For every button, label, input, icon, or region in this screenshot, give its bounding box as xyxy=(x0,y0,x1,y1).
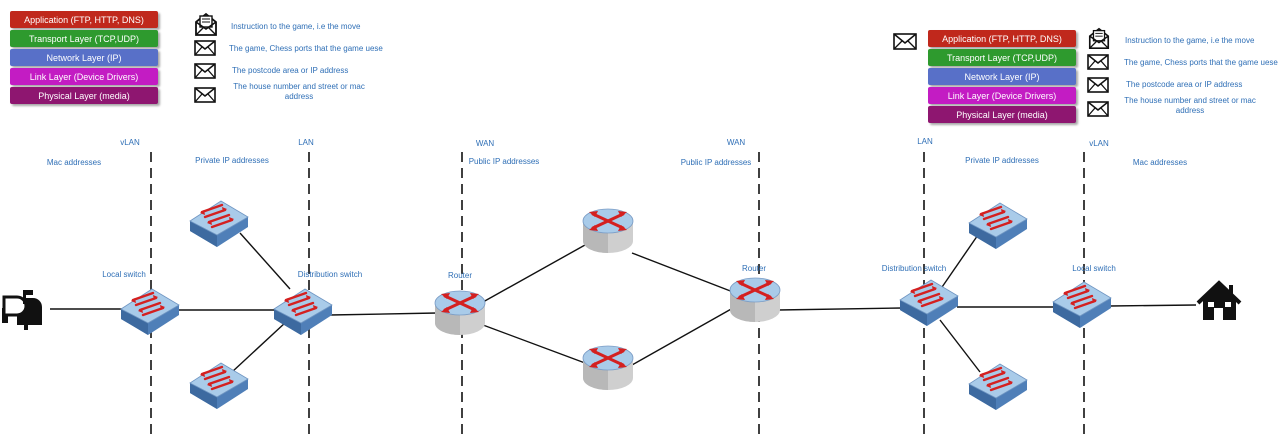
open-envelope-icon xyxy=(1088,27,1110,49)
label-wan-left: WAN xyxy=(475,139,495,148)
label-lan-left: LAN xyxy=(298,138,314,147)
switch-top-right xyxy=(967,201,1029,251)
label-public-ip-left: Public IP addresses xyxy=(468,157,540,166)
link-distswitch-switch-bottom-r xyxy=(939,319,981,373)
envelope-icon xyxy=(1087,54,1109,70)
network-links xyxy=(50,231,1197,373)
envelope-icon xyxy=(194,63,216,79)
note-postcode-left: The postcode area or IP address xyxy=(232,66,349,75)
note-game-right: The game, Chess ports that the game uese xyxy=(1124,58,1278,67)
local-switch-left xyxy=(119,287,181,337)
layer-physical-left: Physical Layer (media) xyxy=(10,87,158,104)
house-icon xyxy=(1196,280,1242,320)
label-distribution-switch-left: Distribution switch xyxy=(297,270,363,279)
note-game-left: The game, Chess ports that the game uese xyxy=(229,44,383,53)
note-postcode-right: The postcode area or IP address xyxy=(1126,80,1243,89)
label-private-ip-left: Private IP addresses xyxy=(195,156,269,165)
switch-bottom-left xyxy=(188,361,250,411)
layer-transport-right: Transport Layer (TCP,UDP) xyxy=(928,49,1076,66)
link-routerbottom-router xyxy=(631,307,734,366)
layer-transport-left: Transport Layer (TCP,UDP) xyxy=(10,30,158,47)
link-router-distswitch xyxy=(777,307,903,311)
label-lan-right: LAN xyxy=(917,137,933,146)
label-public-ip-right: Public IP addresses xyxy=(680,158,752,167)
label-local-switch-right: Local switch xyxy=(1072,264,1116,273)
mailbox-icon xyxy=(2,290,42,330)
envelope-icon xyxy=(1087,77,1109,93)
distribution-switch-right xyxy=(898,278,960,328)
local-switch-right xyxy=(1051,280,1113,330)
label-router-left: Router xyxy=(447,271,473,280)
label-mac-left: Mac addresses xyxy=(46,158,102,167)
link-distswitch-switch-top xyxy=(239,232,291,290)
link-distswitch-router xyxy=(329,312,438,316)
note-house-left: The house number and street or mac addre… xyxy=(233,82,365,101)
envelope-icon xyxy=(194,87,216,103)
router-top xyxy=(581,207,635,255)
label-wan-right: WAN xyxy=(726,138,746,147)
link-router-router-bottom xyxy=(482,324,586,364)
layer-link-left: Link Layer (Device Drivers) xyxy=(10,68,158,85)
router-right xyxy=(728,276,782,324)
envelope-icon xyxy=(1087,101,1109,117)
layer-network-right: Network Layer (IP) xyxy=(928,68,1076,85)
link-distswitch-switch-bottom xyxy=(231,321,287,373)
layer-application-left: Application (FTP, HTTP, DNS) xyxy=(10,11,158,28)
envelope-icon xyxy=(194,40,216,56)
router-left xyxy=(433,289,487,337)
link-distswitch-switch-top-r xyxy=(939,231,981,291)
label-private-ip-right: Private IP addresses xyxy=(965,156,1039,165)
switch-bottom-right xyxy=(967,362,1029,412)
note-instruction-left: Instruction to the game, i.e the move xyxy=(231,22,361,31)
switch-top-left xyxy=(188,199,250,249)
layer-physical-right: Physical Layer (media) xyxy=(928,106,1076,123)
label-mac-right: Mac addresses xyxy=(1132,158,1188,167)
label-vlan-left: vLAN xyxy=(120,138,140,147)
envelope-icon xyxy=(893,33,917,50)
link-routertop-router xyxy=(631,252,734,293)
layer-link-right: Link Layer (Device Drivers) xyxy=(928,87,1076,104)
link-router-router-top xyxy=(482,244,586,303)
label-vlan-right: vLAN xyxy=(1089,139,1109,148)
label-router-right: Router xyxy=(741,264,767,273)
label-local-switch-left: Local switch xyxy=(102,270,146,279)
note-instruction-right: Instruction to the game, i.e the move xyxy=(1125,36,1255,45)
note-house-right: The house number and street or mac addre… xyxy=(1124,96,1256,115)
layer-network-left: Network Layer (IP) xyxy=(10,49,158,66)
distribution-switch-left xyxy=(272,287,334,337)
label-distribution-switch-right: Distribution switch xyxy=(881,264,947,273)
link-localswitch-house xyxy=(1109,304,1197,307)
open-envelope-icon xyxy=(195,12,217,36)
layer-application-right: Application (FTP, HTTP, DNS) xyxy=(928,30,1076,47)
router-bottom xyxy=(581,344,635,392)
